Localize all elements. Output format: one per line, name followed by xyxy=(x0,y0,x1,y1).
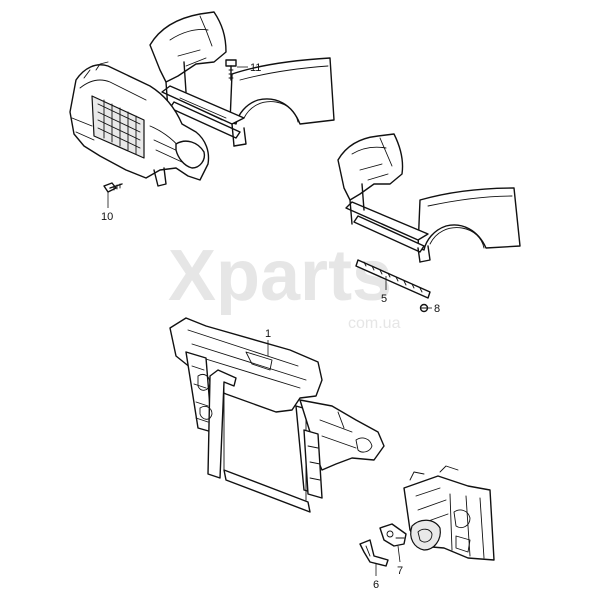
callout-10: 10 xyxy=(101,211,113,223)
bracket-7 xyxy=(379,523,407,547)
callout-11: 11 xyxy=(250,62,261,74)
callout-5: 5 xyxy=(381,293,387,305)
bracket-6 xyxy=(359,539,389,567)
bolt-11 xyxy=(225,59,237,81)
callout-6: 6 xyxy=(373,579,379,591)
stiffener-5 xyxy=(355,259,431,299)
callout-8: 8 xyxy=(434,303,440,315)
watermark-domain: com.ua xyxy=(348,315,401,332)
watermark-brand: Xparts xyxy=(168,236,392,316)
bracket-assembly xyxy=(359,465,495,567)
callout-7: 7 xyxy=(397,565,403,577)
callouts: 11 10 5 8 1 7 6 xyxy=(101,62,440,591)
bolt-10 xyxy=(103,182,123,193)
callout-1: 1 xyxy=(265,328,271,340)
screw-8 xyxy=(419,303,429,313)
front-grille-assembly xyxy=(69,11,335,193)
watermark: Xparts com.ua xyxy=(168,236,401,332)
stiffener-assembly xyxy=(337,133,521,313)
lock-carrier-1 xyxy=(169,317,385,513)
